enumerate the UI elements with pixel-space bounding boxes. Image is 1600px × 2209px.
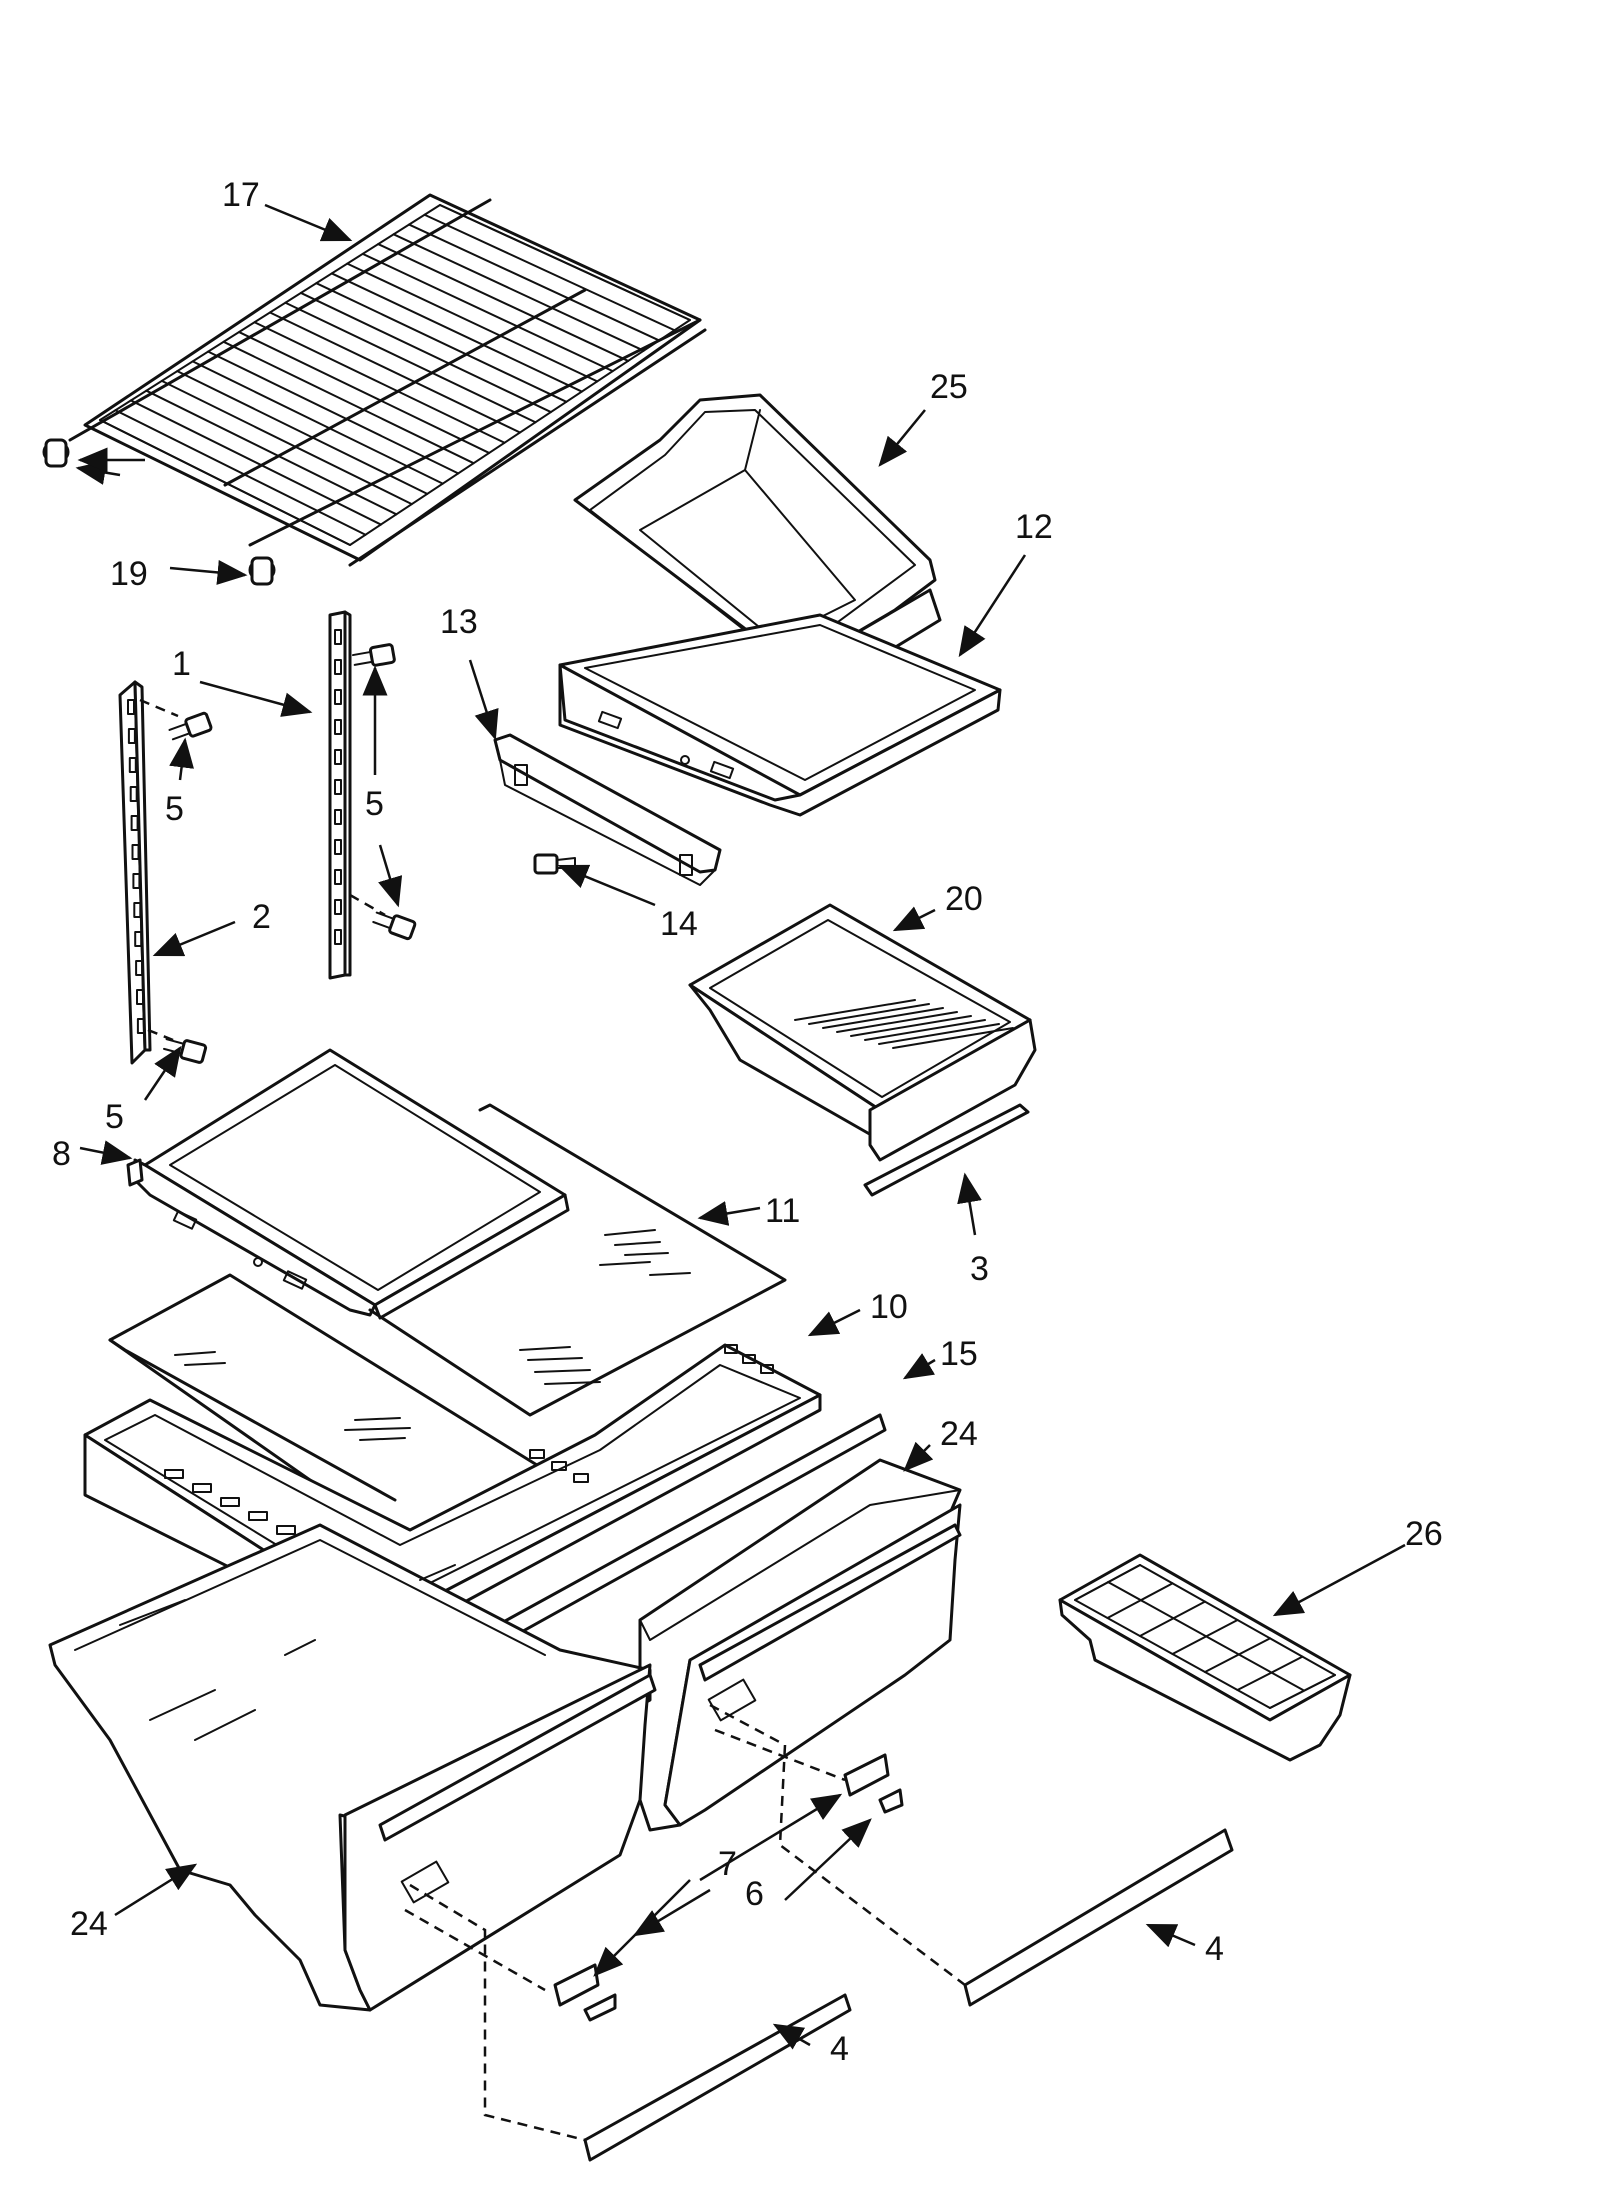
- trim-part-3: [863, 1103, 1030, 1197]
- callout-12: 12: [1015, 508, 1053, 546]
- end-cap-part-19: [42, 438, 276, 586]
- callout-labels: 17 25 12 19 13 1 5 5 14 2 20 5 8 11 3 10…: [52, 176, 1443, 2068]
- callout-26: 26: [1405, 1515, 1443, 1553]
- callout-6: 6: [745, 1875, 764, 1913]
- callout-2: 2: [252, 898, 271, 936]
- glass-panel-part-11: [368, 1103, 787, 1417]
- callout-5-right: 5: [365, 785, 384, 823]
- callout-5-bottom: 5: [105, 1098, 124, 1136]
- crisper-drawer-part-24: [48, 1458, 962, 2012]
- callout-4-left: 4: [830, 2030, 849, 2068]
- assembly-guide-lines: [400, 1678, 966, 2142]
- callout-4-right: 4: [1205, 1930, 1224, 1968]
- cover-part-12: [558, 613, 1002, 817]
- drawer-part-20: [688, 903, 1037, 1162]
- callout-5-left: 5: [165, 790, 184, 828]
- callout-8: 8: [52, 1135, 71, 1173]
- callout-13: 13: [440, 603, 478, 641]
- callout-7: 7: [718, 1845, 737, 1883]
- clip-part-6: [583, 1788, 904, 2022]
- callout-10: 10: [870, 1288, 908, 1326]
- rail-part-13: [493, 733, 722, 886]
- callout-20: 20: [945, 880, 983, 918]
- callout-14: 14: [660, 905, 698, 943]
- ice-tray-part-26: [1058, 1553, 1352, 1762]
- screw-part-14: [533, 853, 576, 875]
- trim-part-4: [583, 1828, 1234, 2162]
- clip-part-7: [553, 1753, 890, 2007]
- wire-shelf-part-17: [68, 193, 707, 567]
- callout-24-right: 24: [940, 1415, 978, 1453]
- callout-24-left: 24: [70, 1905, 108, 1943]
- callout-3: 3: [970, 1250, 989, 1288]
- callout-11: 11: [765, 1192, 800, 1230]
- shelf-support-part-2: [118, 680, 152, 1065]
- callout-1: 1: [172, 645, 191, 683]
- shelf-frame-part-8: [126, 1048, 570, 1320]
- callout-17: 17: [222, 176, 260, 214]
- leader-lines: [75, 203, 1406, 2050]
- callout-15: 15: [940, 1335, 978, 1373]
- callout-19: 19: [110, 555, 148, 593]
- callout-25: 25: [930, 368, 968, 406]
- screw-part-5: [139, 643, 417, 1064]
- shelf-support-part-1: [328, 610, 352, 980]
